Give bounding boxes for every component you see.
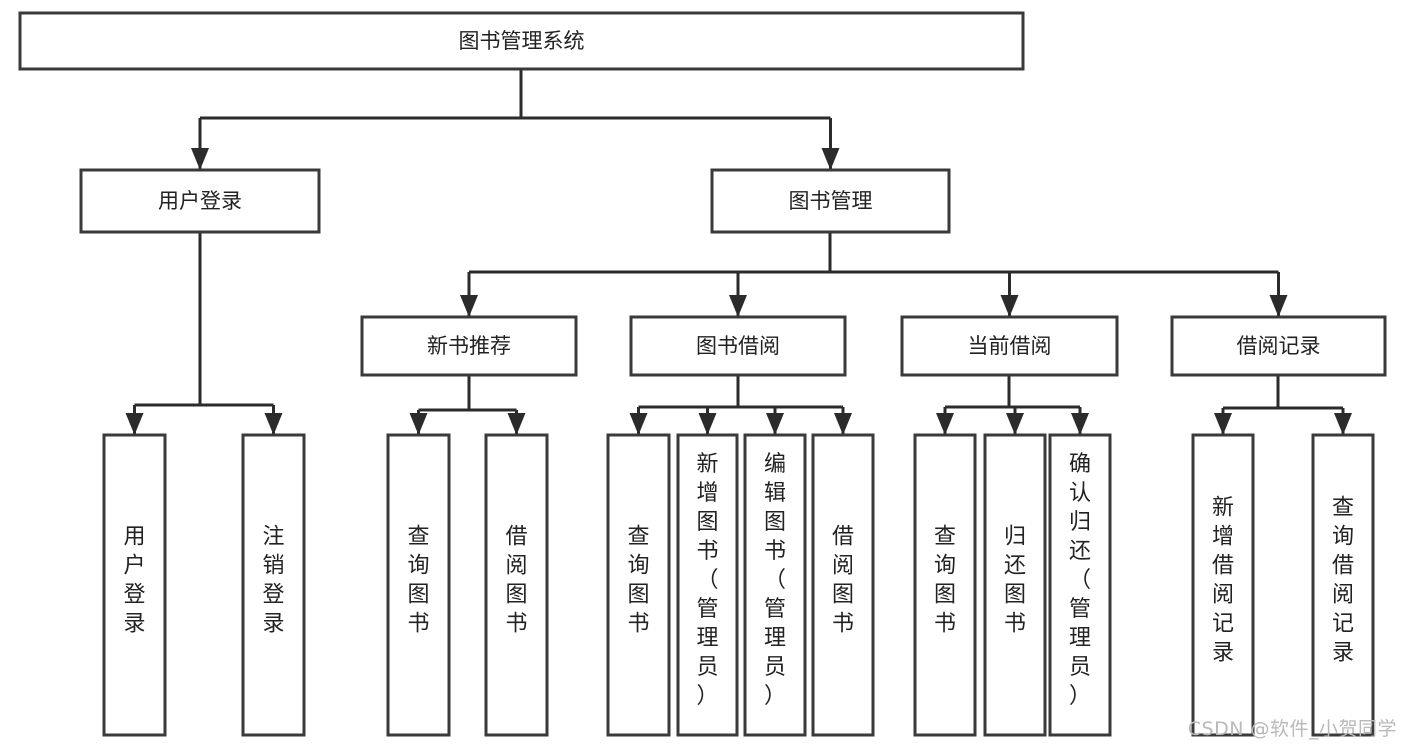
node-box-leaf-confirm-return[interactable] — [1048, 433, 1112, 737]
edge-arrowhead — [264, 413, 283, 435]
node-leaf-add-record[interactable]: 新增借阅记录 — [1191, 433, 1255, 737]
node-newbook[interactable]: 新书推荐 — [360, 315, 578, 377]
edge-arrowhead — [460, 295, 478, 317]
node-label-leaf-query-record: 查询借阅记录 — [1332, 496, 1354, 666]
node-box-leaf-query-book-2[interactable] — [606, 433, 671, 737]
node-box-borrow[interactable] — [629, 315, 847, 377]
node-label-login: 用户登录 — [158, 189, 242, 213]
edge-arrowhead — [125, 413, 144, 435]
edge-arrowhead — [936, 413, 954, 435]
node-label-leaf-borrow-book-1: 借阅图书 — [505, 525, 527, 637]
node-box-leaf-borrow-book-2[interactable] — [811, 433, 875, 737]
node-label-leaf-user-logout: 注销登录 — [262, 525, 284, 637]
edge-arrowhead — [766, 413, 784, 435]
node-label-leaf-add-record: 新增借阅记录 — [1212, 496, 1234, 666]
node-leaf-edit-book[interactable]: 编辑图书（管理员） — [743, 433, 807, 737]
edge-arrowhead — [1334, 413, 1352, 435]
edge-arrowhead — [507, 413, 526, 435]
edge-arrowhead — [729, 295, 747, 317]
node-leaf-add-book[interactable]: 新增图书（管理员） — [676, 433, 739, 737]
node-box-leaf-query-book-1[interactable] — [386, 433, 451, 737]
node-label-bookmgmt: 图书管理 — [789, 189, 873, 213]
node-label-leaf-user-login: 用户登录 — [123, 525, 145, 637]
node-label-leaf-edit-book: 编辑图书（管理员） — [764, 452, 786, 709]
edge-arrowhead — [191, 148, 209, 170]
node-layer: 图书管理系统用户登录图书管理新书推荐图书借阅当前借阅借阅记录用户登录注销登录查询… — [18, 11, 1387, 737]
edge-layer — [125, 69, 1352, 435]
node-box-current[interactable] — [900, 315, 1119, 377]
node-leaf-confirm-return[interactable]: 确认归还（管理员） — [1048, 433, 1112, 737]
node-records[interactable]: 借阅记录 — [1170, 315, 1387, 377]
edge-arrowhead — [409, 413, 428, 435]
node-box-bookmgmt[interactable] — [710, 168, 951, 234]
node-label-leaf-query-book-2: 查询图书 — [627, 525, 649, 637]
node-leaf-user-logout[interactable]: 注销登录 — [241, 433, 306, 737]
edge-arrowhead — [1071, 413, 1089, 435]
node-borrow[interactable]: 图书借阅 — [629, 315, 847, 377]
node-leaf-return-book[interactable]: 归还图书 — [983, 433, 1047, 737]
node-login[interactable]: 用户登录 — [79, 168, 321, 234]
node-box-root[interactable] — [18, 11, 1025, 71]
node-label-leaf-return-book: 归还图书 — [1004, 525, 1026, 637]
node-bookmgmt[interactable]: 图书管理 — [710, 168, 951, 234]
node-label-records: 借阅记录 — [1237, 334, 1321, 358]
node-current[interactable]: 当前借阅 — [900, 315, 1119, 377]
node-box-leaf-borrow-book-1[interactable] — [484, 433, 549, 737]
node-leaf-query-record[interactable]: 查询借阅记录 — [1311, 433, 1375, 737]
node-label-current: 当前借阅 — [968, 334, 1052, 358]
node-label-newbook: 新书推荐 — [427, 334, 511, 358]
node-label-leaf-confirm-return: 确认归还（管理员） — [1069, 452, 1091, 709]
node-leaf-borrow-book-2[interactable]: 借阅图书 — [811, 433, 875, 737]
edge-arrowhead — [821, 148, 840, 170]
edge-arrowhead — [1006, 413, 1024, 435]
node-box-leaf-user-login[interactable] — [102, 433, 167, 737]
node-box-login[interactable] — [79, 168, 321, 234]
node-label-root: 图书管理系统 — [459, 29, 585, 53]
node-label-borrow: 图书借阅 — [696, 334, 780, 358]
node-leaf-query-book-1[interactable]: 查询图书 — [386, 433, 451, 737]
node-leaf-user-login[interactable]: 用户登录 — [102, 433, 167, 737]
edge-arrowhead — [629, 413, 648, 435]
node-box-leaf-query-book-3[interactable] — [913, 433, 977, 737]
edge-arrowhead — [1269, 295, 1288, 317]
node-label-leaf-query-book-1: 查询图书 — [407, 525, 429, 637]
watermark-text: CSDN @软件_小贺同学 — [1187, 718, 1397, 740]
node-box-records[interactable] — [1170, 315, 1387, 377]
node-box-leaf-add-record[interactable] — [1191, 433, 1255, 737]
node-box-leaf-add-book[interactable] — [676, 433, 739, 737]
node-box-newbook[interactable] — [360, 315, 578, 377]
edge-arrowhead — [834, 413, 852, 435]
edge-arrowhead — [1000, 295, 1019, 317]
edge-arrowhead — [1214, 413, 1232, 435]
node-box-leaf-return-book[interactable] — [983, 433, 1047, 737]
node-box-leaf-user-logout[interactable] — [241, 433, 306, 737]
edge-arrowhead — [698, 413, 717, 435]
node-box-leaf-edit-book[interactable] — [743, 433, 807, 737]
node-leaf-borrow-book-1[interactable]: 借阅图书 — [484, 433, 549, 737]
node-label-leaf-add-book: 新增图书（管理员） — [696, 452, 718, 709]
node-label-leaf-borrow-book-2: 借阅图书 — [832, 525, 854, 637]
node-label-leaf-query-book-3: 查询图书 — [934, 525, 956, 637]
node-leaf-query-book-3[interactable]: 查询图书 — [913, 433, 977, 737]
node-leaf-query-book-2[interactable]: 查询图书 — [606, 433, 671, 737]
node-box-leaf-query-record[interactable] — [1311, 433, 1375, 737]
node-root[interactable]: 图书管理系统 — [18, 11, 1025, 71]
